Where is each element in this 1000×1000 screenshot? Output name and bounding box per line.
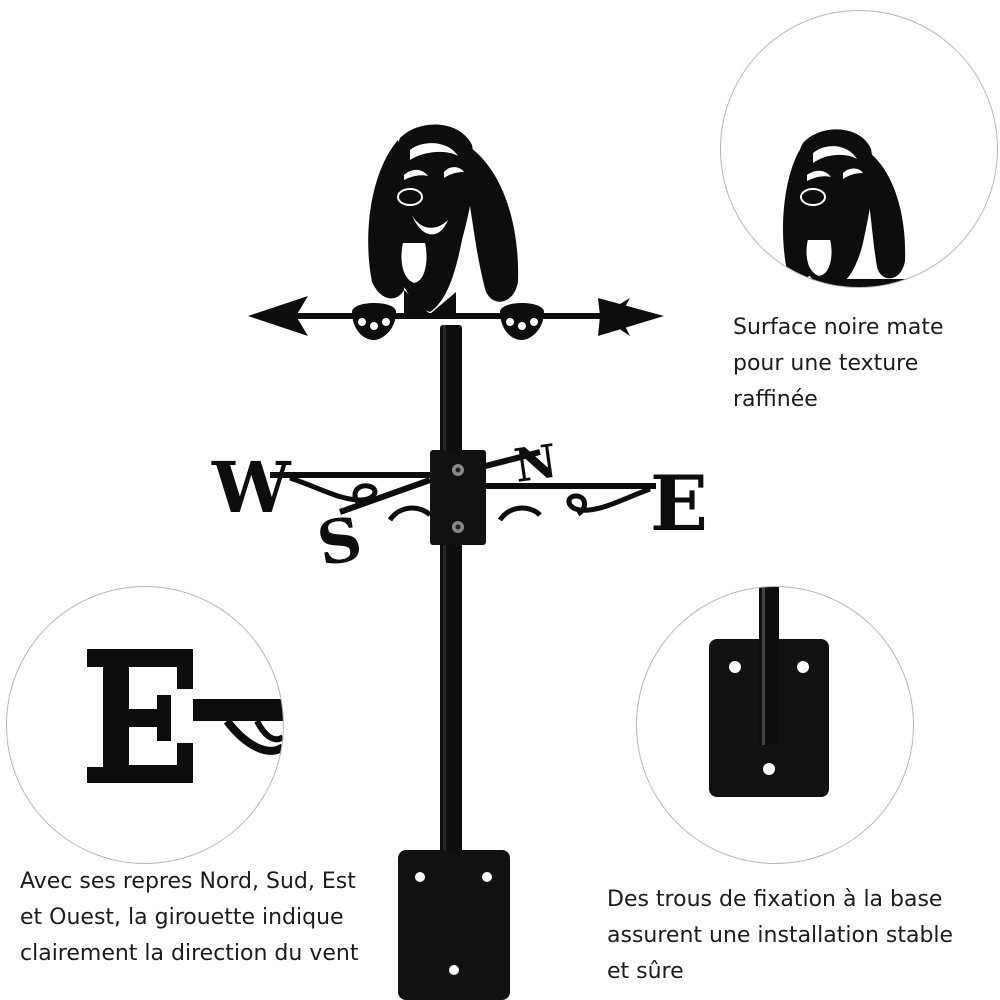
letter-n: N [511, 434, 560, 493]
caption-compass-directions: Avec ses repres Nord, Sud, Est et Ouest,… [20, 864, 358, 972]
caption-line: Avec ses repres Nord, Sud, Est [20, 869, 356, 894]
caption-mounting-holes: Des trous de fixation à la base assurent… [607, 882, 953, 990]
letter-e-icon [87, 649, 283, 783]
mounting-plate-icon [709, 587, 829, 797]
caption-line: et sûre [607, 959, 684, 984]
mounting-plate-icon [398, 850, 510, 1000]
detail-circle-base [636, 586, 914, 864]
compass-arms [270, 449, 656, 522]
letter-s: S [312, 504, 367, 580]
letter-w: W [211, 446, 292, 529]
detail-circle-letter-e [6, 586, 284, 864]
caption-line: assurent une installation stable [607, 923, 954, 948]
dog-head-icon [352, 124, 544, 340]
letter-e: E [650, 459, 708, 548]
center-bracket-icon [430, 450, 486, 545]
caption-line: Surface noire mate [733, 315, 944, 340]
caption-line: et Ouest, la girouette indique [20, 905, 344, 930]
caption-matte-surface: Surface noire mate pour une texture raff… [733, 310, 943, 418]
caption-line: raffinée [733, 387, 818, 412]
caption-line: clairement la direction du vent [20, 941, 359, 966]
dog-head-icon [741, 129, 977, 287]
detail-circle-dog [720, 10, 998, 288]
caption-line: Des trous de fixation à la base [607, 887, 943, 912]
caption-line: pour une texture [733, 351, 919, 376]
